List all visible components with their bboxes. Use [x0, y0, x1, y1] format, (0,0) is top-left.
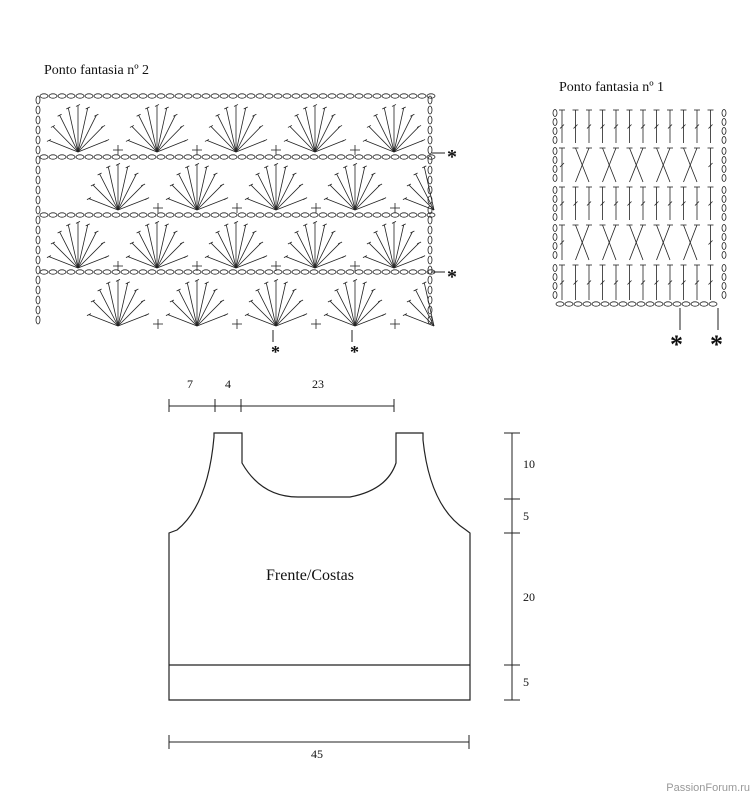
dim-right-3: 20 [523, 590, 535, 604]
front-back-outline [168, 432, 471, 701]
dim-right-4: 5 [523, 675, 529, 689]
dim-top-1: 7 [187, 377, 193, 391]
stitch-chart-2-title: Ponto fantasia nº 2 [44, 63, 150, 78]
dim-top-3: 23 [312, 377, 324, 391]
chart2-col-marker-2: * [350, 342, 359, 362]
dim-bottom: 45 [311, 747, 323, 761]
stitch-chart-1-title: Ponto fantasia nº 1 [559, 80, 665, 95]
chart1-col-marker-2: * [710, 330, 723, 359]
dim-right-2: 5 [523, 509, 529, 523]
dim-right-1: 10 [523, 457, 535, 471]
schematic-label: Frente/Costas [266, 567, 354, 584]
dim-top-2: 4 [225, 377, 231, 391]
chart1-col-marker-1: * [670, 330, 683, 359]
chart2-col-marker-1: * [271, 342, 280, 362]
watermark: PassionForum.ru [666, 782, 750, 794]
chart2-row-marker-1: * [447, 146, 457, 168]
chart2-row-marker-2: * [447, 266, 457, 288]
